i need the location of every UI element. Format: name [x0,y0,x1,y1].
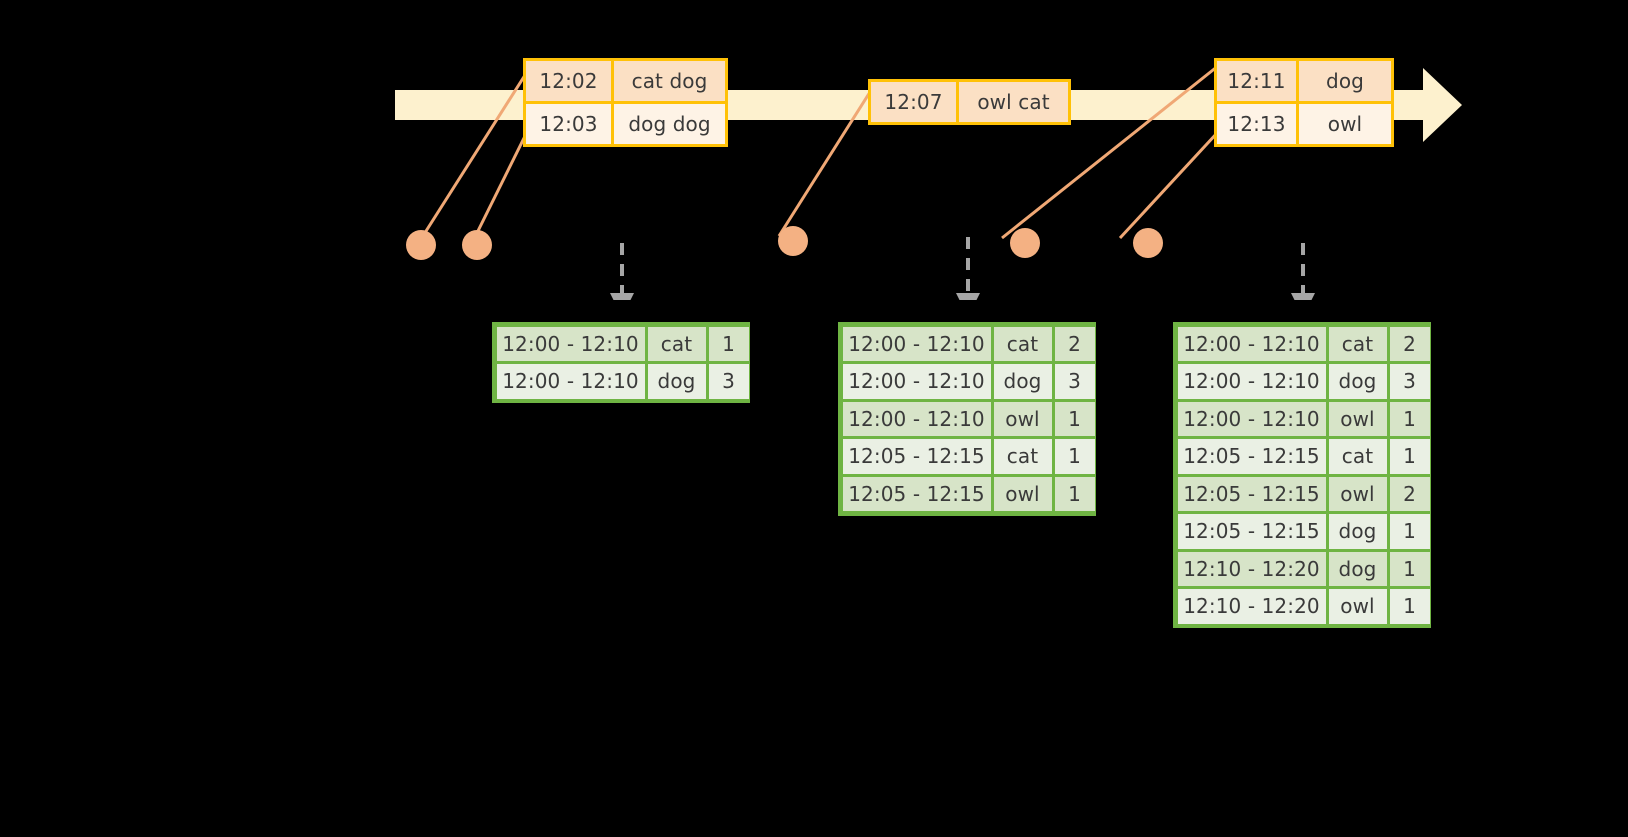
cell-window: 12:10 - 12:20 [1177,589,1326,624]
connector-line-1 [419,71,529,240]
timeline-graphics [395,64,1462,300]
cell-word: owl [993,476,1052,511]
event-time: 12:13 [1217,104,1299,144]
cell-word: owl [1328,476,1387,511]
cell-count: 1 [1054,476,1095,511]
cell-count: 3 [1389,364,1430,399]
dashed-arrow-3-head [1291,293,1315,300]
cell-count: 1 [1054,401,1095,436]
table-row[interactable]: 12:00 - 12:10 dog 3 [495,363,749,401]
cell-window: 12:05 - 12:15 [1177,476,1326,511]
cell-word: cat [993,439,1052,474]
cell-window: 12:00 - 12:10 [1177,364,1326,399]
cell-count: 1 [1054,439,1095,474]
table-row[interactable]: 12:05 - 12:15 cat 1 [841,438,1095,476]
cell-window: 12:05 - 12:15 [1177,514,1326,549]
table-row[interactable]: 12:00 - 12:10 cat 1 [495,325,749,363]
event-dot-1 [406,230,436,260]
cell-count: 1 [1389,551,1430,586]
table-row[interactable]: 12:05 - 12:15 dog 1 [1176,513,1430,551]
cell-word: owl [1328,401,1387,436]
event-row[interactable]: 12:07 owl cat [871,82,1068,122]
cell-word: dog [1328,514,1387,549]
table-row[interactable]: 12:00 - 12:10 dog 3 [841,363,1095,401]
cell-count: 2 [1389,476,1430,511]
event-words: dog dog [614,104,725,144]
cell-window: 12:00 - 12:10 [842,364,991,399]
dashed-arrows [610,237,1315,300]
cell-word: dog [993,364,1052,399]
event-dot-4 [1010,228,1040,258]
connector-line-3 [777,91,872,237]
connector-line-2 [472,131,529,240]
cell-word: owl [1328,589,1387,624]
table-row[interactable]: 12:05 - 12:15 owl 2 [1176,475,1430,513]
event-row[interactable]: 12:03 dog dog [526,101,725,144]
table-row[interactable]: 12:05 - 12:15 cat 1 [1176,438,1430,476]
cell-window: 12:00 - 12:10 [1177,326,1326,361]
cell-word: dog [1328,551,1387,586]
connector-line-5 [1118,130,1220,240]
event-words: cat dog [614,61,725,101]
event-time: 12:07 [871,82,959,122]
table-row[interactable]: 12:10 - 12:20 dog 1 [1176,550,1430,588]
timeline-event-group-2[interactable]: 12:07 owl cat [868,79,1071,125]
result-table-3[interactable]: 12:00 - 12:10 cat 2 12:00 - 12:10 dog 3 … [1173,322,1431,628]
cell-window: 12:00 - 12:10 [1177,401,1326,436]
cell-count: 2 [1054,326,1095,361]
cell-word: cat [1328,326,1387,361]
table-row[interactable]: 12:00 - 12:10 owl 1 [841,400,1095,438]
cell-window: 12:10 - 12:20 [1177,551,1326,586]
event-dot-5 [1133,228,1163,258]
cell-count: 1 [1389,439,1430,474]
table-row[interactable]: 12:10 - 12:20 owl 1 [1176,588,1430,626]
cell-window: 12:00 - 12:10 [842,401,991,436]
cell-count: 1 [1389,514,1430,549]
cell-count: 2 [1389,326,1430,361]
event-time: 12:02 [526,61,614,101]
event-row[interactable]: 12:02 cat dog [526,61,725,101]
cell-word: cat [1328,439,1387,474]
table-row[interactable]: 12:05 - 12:15 owl 1 [841,475,1095,513]
cell-window: 12:05 - 12:15 [842,476,991,511]
result-table-1[interactable]: 12:00 - 12:10 cat 1 12:00 - 12:10 dog 3 [492,322,750,403]
table-row[interactable]: 12:00 - 12:10 cat 2 [1176,325,1430,363]
cell-window: 12:00 - 12:10 [496,364,645,399]
event-words: owl [1299,104,1391,144]
cell-window: 12:05 - 12:15 [842,439,991,474]
timeline-event-group-1[interactable]: 12:02 cat dog 12:03 dog dog [523,58,728,147]
event-time: 12:03 [526,104,614,144]
result-table-2[interactable]: 12:00 - 12:10 cat 2 12:00 - 12:10 dog 3 … [838,322,1096,516]
timeline-event-group-3[interactable]: 12:11 dog 12:13 owl [1214,58,1394,147]
cell-word: cat [647,326,706,361]
table-row[interactable]: 12:00 - 12:10 cat 2 [841,325,1095,363]
cell-window: 12:05 - 12:15 [1177,439,1326,474]
event-dots [406,226,1163,260]
event-dot-2 [462,230,492,260]
connector-line-4 [1001,64,1219,240]
cell-window: 12:00 - 12:10 [496,326,645,361]
dashed-arrow-2-head [956,293,980,300]
cell-word: cat [993,326,1052,361]
cell-count: 3 [1054,364,1095,399]
cell-word: dog [647,364,706,399]
cell-count: 1 [708,326,749,361]
cell-word: owl [993,401,1052,436]
event-words: owl cat [959,82,1068,122]
event-row[interactable]: 12:11 dog [1217,61,1391,101]
event-words: dog [1299,61,1391,101]
cell-count: 3 [708,364,749,399]
cell-count: 1 [1389,589,1430,624]
event-row[interactable]: 12:13 owl [1217,101,1391,144]
dashed-arrow-1-head [610,293,634,300]
cell-word: dog [1328,364,1387,399]
table-row[interactable]: 12:00 - 12:10 dog 3 [1176,363,1430,401]
cell-count: 1 [1389,401,1430,436]
event-time: 12:11 [1217,61,1299,101]
cell-window: 12:00 - 12:10 [842,326,991,361]
table-row[interactable]: 12:00 - 12:10 owl 1 [1176,400,1430,438]
event-dot-3 [778,226,808,256]
connector-lines [419,64,1220,240]
